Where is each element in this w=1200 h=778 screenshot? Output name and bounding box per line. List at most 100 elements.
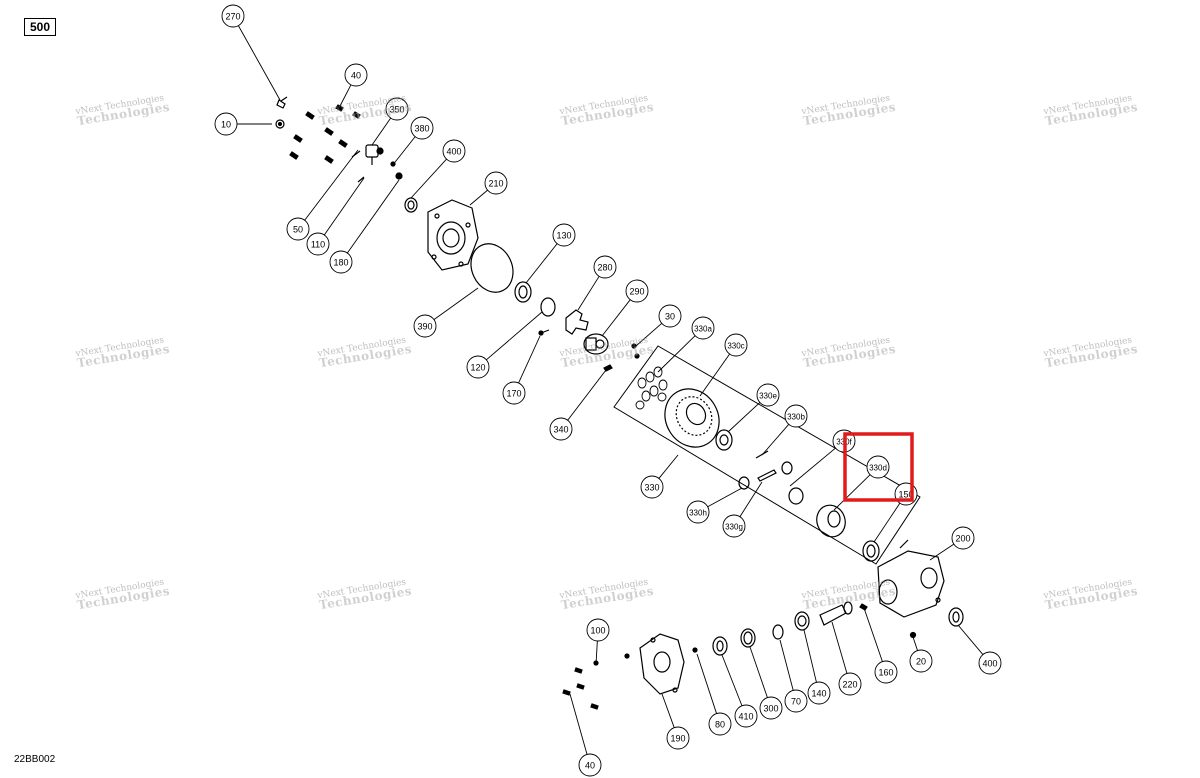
callout-label: 280 <box>597 263 612 273</box>
pinion-shaft-220 <box>819 601 853 626</box>
leader-300 <box>749 646 768 698</box>
callout-circle <box>691 316 715 340</box>
callout-circle <box>724 333 748 357</box>
leader-40 <box>569 693 588 755</box>
callout-label: 170 <box>506 389 521 399</box>
leader-400 <box>957 624 984 655</box>
callout-circle <box>586 618 610 642</box>
callout-70[interactable]: 70 <box>784 689 808 713</box>
callout-10[interactable]: 10 <box>214 112 238 136</box>
callout-270[interactable]: 270 <box>221 4 245 28</box>
callout-180[interactable]: 180 <box>329 250 353 274</box>
callout-circle <box>666 726 690 750</box>
plug-20 <box>909 631 917 639</box>
callout-50[interactable]: 50 <box>286 217 310 241</box>
callout-circle <box>866 455 890 479</box>
callout-290[interactable]: 290 <box>625 279 649 303</box>
sensor-350 <box>365 144 384 165</box>
callout-400[interactable]: 400 <box>978 651 1002 675</box>
callout-label: 120 <box>470 363 485 373</box>
leader-150 <box>873 502 901 543</box>
leader-400 <box>410 158 447 199</box>
callout-circle <box>784 404 808 428</box>
seal-400-top <box>404 197 418 213</box>
callout-110[interactable]: 110 <box>306 232 330 256</box>
bearing-140 <box>794 611 810 631</box>
callout-340[interactable]: 340 <box>549 417 573 441</box>
housing-200 <box>877 539 945 618</box>
callout-350[interactable]: 350 <box>385 97 409 121</box>
callout-circle <box>978 651 1002 675</box>
callout-330b[interactable]: 330b <box>784 404 808 428</box>
callout-circle <box>722 514 746 538</box>
callout-220[interactable]: 220 <box>838 672 862 696</box>
callout-280[interactable]: 280 <box>593 255 617 279</box>
leader-380 <box>391 136 416 167</box>
callout-130[interactable]: 130 <box>552 223 576 247</box>
cover-210 <box>427 199 479 271</box>
callout-80[interactable]: 80 <box>708 712 732 736</box>
callout-190[interactable]: 190 <box>666 726 690 750</box>
callout-label: 380 <box>414 124 429 134</box>
callout-140[interactable]: 140 <box>807 681 831 705</box>
callout-120[interactable]: 120 <box>466 355 490 379</box>
callout-40[interactable]: 40 <box>578 753 602 777</box>
callout-30[interactable]: 30 <box>658 304 682 328</box>
callout-400[interactable]: 400 <box>442 139 466 163</box>
leader-180 <box>346 179 400 254</box>
callout-label: 200 <box>955 534 970 544</box>
callout-circle <box>344 63 368 87</box>
leader-280 <box>577 276 600 311</box>
leader-340 <box>567 369 607 421</box>
leader-330 <box>658 454 679 479</box>
leader-220 <box>831 621 848 674</box>
callout-label: 40 <box>585 761 595 771</box>
leader-170 <box>518 335 541 384</box>
callout-380[interactable]: 380 <box>410 116 434 140</box>
callout-160[interactable]: 160 <box>874 660 898 684</box>
leader-330b <box>761 423 790 456</box>
leader-lines <box>237 25 984 755</box>
callout-170[interactable]: 170 <box>502 381 526 405</box>
seal-150 <box>862 540 880 562</box>
callout-label: 20 <box>916 657 926 667</box>
callout-40[interactable]: 40 <box>344 63 368 87</box>
bolt-340 <box>603 343 640 372</box>
washer-330h <box>738 476 750 490</box>
callout-330a[interactable]: 330a <box>691 316 715 340</box>
leader-20 <box>912 636 918 651</box>
callout-20[interactable]: 20 <box>909 649 933 673</box>
callout-390[interactable]: 390 <box>413 314 437 338</box>
callout-label: 330c <box>727 342 744 351</box>
leader-30 <box>635 322 663 347</box>
callout-330e[interactable]: 330e <box>756 383 780 407</box>
pin-110-180 <box>351 150 403 183</box>
callout-label: 330h <box>689 509 707 518</box>
callout-330g[interactable]: 330g <box>722 514 746 538</box>
callout-label: 330d <box>869 464 887 473</box>
callout-330[interactable]: 330 <box>640 475 664 499</box>
callout-label: 140 <box>811 689 826 699</box>
callout-label: 300 <box>763 704 778 714</box>
callout-circle <box>658 304 682 328</box>
callout-210[interactable]: 210 <box>484 171 508 195</box>
drawing-code: 22BB002 <box>14 754 56 765</box>
callout-330d[interactable]: 330d <box>866 455 890 479</box>
callout-200[interactable]: 200 <box>951 526 975 550</box>
leader-110 <box>323 177 365 236</box>
callout-100[interactable]: 100 <box>586 618 610 642</box>
plug-80 <box>692 647 698 653</box>
leader-120 <box>486 311 543 361</box>
callout-330h[interactable]: 330h <box>686 500 710 524</box>
leader-410 <box>721 654 743 706</box>
callout-label: 50 <box>293 225 303 235</box>
bolt-160 <box>859 603 868 611</box>
leader-330c <box>699 353 731 397</box>
callout-330c[interactable]: 330c <box>724 333 748 357</box>
callout-circle <box>625 279 649 303</box>
callout-circle <box>593 255 617 279</box>
callout-410[interactable]: 410 <box>734 704 758 728</box>
leader-80 <box>696 653 717 714</box>
callout-label: 180 <box>333 258 348 268</box>
callout-300[interactable]: 300 <box>759 696 783 720</box>
